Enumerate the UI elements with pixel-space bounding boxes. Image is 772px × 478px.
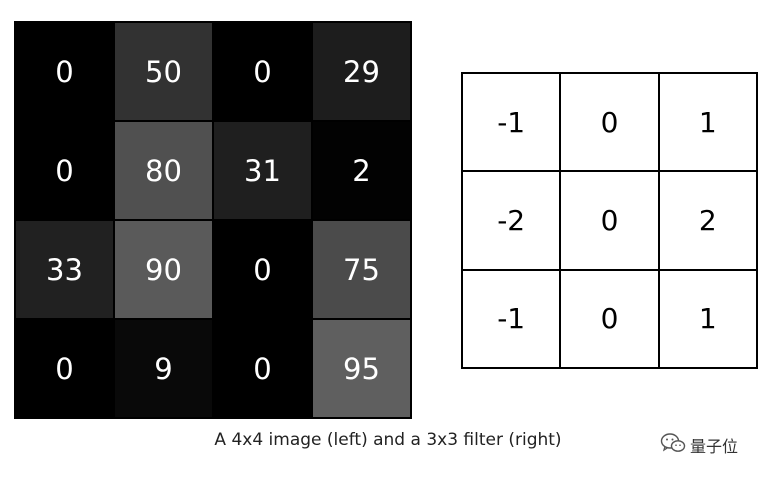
image-cell: 31 bbox=[213, 121, 312, 220]
filter-cell: -2 bbox=[462, 171, 561, 270]
image-cell: 80 bbox=[114, 121, 213, 220]
watermark: 量子位 bbox=[660, 432, 738, 458]
filter-cell: -1 bbox=[462, 269, 561, 368]
caption: A 4x4 image (left) and a 3x3 filter (rig… bbox=[214, 430, 562, 450]
image-cell: 75 bbox=[312, 220, 411, 319]
image-cell: 0 bbox=[213, 220, 312, 319]
filter-cell: 2 bbox=[658, 171, 757, 270]
image-cell: 29 bbox=[312, 22, 411, 121]
filter-cell: -1 bbox=[462, 73, 561, 172]
image-cell: 0 bbox=[213, 22, 312, 121]
image-cell: 0 bbox=[15, 22, 114, 121]
filter-cell: 0 bbox=[560, 269, 659, 368]
image-cell: 2 bbox=[312, 121, 411, 220]
image-cell: 0 bbox=[15, 319, 114, 418]
filter-cell: 0 bbox=[560, 73, 659, 172]
watermark-text: 量子位 bbox=[690, 437, 739, 456]
filter-cell: 0 bbox=[560, 171, 659, 270]
image-cell: 9 bbox=[114, 319, 213, 418]
image-cell: 0 bbox=[15, 121, 114, 220]
image-cell: 95 bbox=[312, 319, 411, 418]
image-cell: 50 bbox=[114, 22, 213, 121]
filter-cell: 1 bbox=[658, 269, 757, 368]
filter-cell: 1 bbox=[658, 73, 757, 172]
image-cell: 90 bbox=[114, 220, 213, 319]
image-cell: 33 bbox=[15, 220, 114, 319]
wechat-icon bbox=[660, 432, 686, 458]
image-cell: 0 bbox=[213, 319, 312, 418]
